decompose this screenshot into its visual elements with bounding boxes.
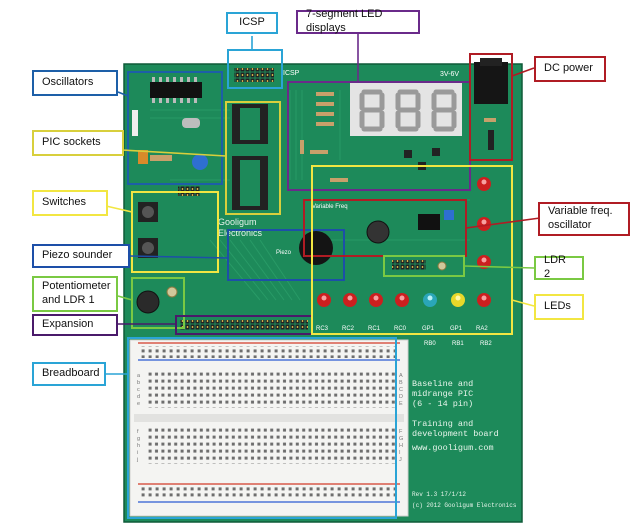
potentiometer [136,290,160,314]
led-label-3: RC0 [394,326,407,332]
breadboard [129,339,409,517]
label-seven-segment: 7-segment LED displays [296,8,420,34]
label-pot-ldr1: Potentiometer and LDR 1 [32,276,118,312]
svg-text:I: I [399,450,401,456]
breadboard-row-letters-left: a b c d e f g h i j [136,373,141,463]
copyright-silk: (c) 2012 Gooligum Electronics [412,502,517,509]
company-silk-2: Electronics [218,228,263,238]
bottom-label-0: RB0 [424,341,436,347]
svg-text:f: f [137,429,139,435]
revision-silk: Rev 1.3 17/1/12 [412,491,466,498]
svg-text:E: E [399,401,403,407]
led-label-6: RA2 [476,326,488,332]
ldr-1 [166,286,178,298]
region-dc-power [469,53,513,161]
svg-text:c: c [137,387,140,393]
svg-text:j: j [136,457,138,463]
svg-text:J: J [399,457,402,463]
svg-text:D: D [399,394,403,400]
svg-text:i: i [137,450,138,456]
svg-text:a: a [137,373,141,379]
expansion-header [180,320,308,330]
label-ldr2: LDR 2 [534,254,584,280]
desc-line-2: midrange PIC [412,389,473,399]
svg-text:G: G [399,436,403,442]
region-breadboard [127,337,397,519]
oscillator-ic [150,82,202,98]
svg-text:B: B [399,380,403,386]
website-silk: www.gooligum.com [412,443,494,453]
label-expansion: Expansion [32,314,118,336]
crystal [182,118,200,128]
region-icsp [227,49,283,89]
region-oscillators [127,71,223,185]
svg-text:g: g [137,436,140,442]
led-label-5: GP1 [450,326,463,332]
seven-segment-displays [350,82,462,136]
desc-line-3: (6 - 14 pin) [412,399,473,409]
label-dc-power: DC power [534,56,606,82]
label-breadboard: Breadboard [32,362,106,386]
label-piezo: Piezo sounder [32,244,130,268]
svg-text:A: A [399,373,403,379]
led-column [477,177,491,269]
led-row [317,293,491,307]
label-oscillators: Oscillators [32,70,118,96]
icsp-silk: ICSP [283,70,300,77]
label-var-freq: Variable freq. oscillator [538,202,630,236]
region-switches [131,191,219,273]
svg-text:F: F [399,429,403,435]
company-silk-1: Gooligum [218,217,257,227]
variable-freq-silk: Variable Freq [312,204,348,210]
pic-socket-bottom [232,156,268,210]
ldr2-header [392,260,426,270]
breadboard-row-letters-right: A B C D E F G H I J [399,373,403,463]
bottom-label-1: RB1 [452,341,464,347]
desc-line-5: development board [412,429,499,439]
led-label-1: RC2 [342,326,355,332]
dc-power-jack [474,58,508,150]
label-switches: Switches [32,190,108,216]
svg-text:e: e [137,401,140,407]
desc-line-1: Baseline and [412,379,473,389]
variable-freq-pot [366,220,390,244]
svg-text:b: b [137,380,140,386]
desc-line-4: Training and [412,419,473,429]
region-pic-sockets [225,101,281,215]
icsp-header [234,68,274,82]
led-label-2: RC1 [368,326,381,332]
piezo-silk: Piezo [276,250,292,256]
label-leds: LEDs [534,294,584,320]
label-pic-sockets: PIC sockets [32,130,124,156]
pic-socket-top [232,104,268,144]
svg-text:C: C [399,387,403,393]
svg-text:h: h [137,443,140,449]
label-icsp: ICSP [226,12,278,34]
bottom-label-2: RB2 [480,341,492,347]
region-pot-ldr1 [131,277,185,329]
svg-text:H: H [399,443,403,449]
region-leds [311,165,513,335]
led-label-4: GP1 [422,326,435,332]
voltage-silk: 3V-6V [440,71,459,78]
svg-text:d: d [137,394,140,400]
led-label-0: RC3 [316,326,329,332]
pushbutton-switches [138,202,158,258]
